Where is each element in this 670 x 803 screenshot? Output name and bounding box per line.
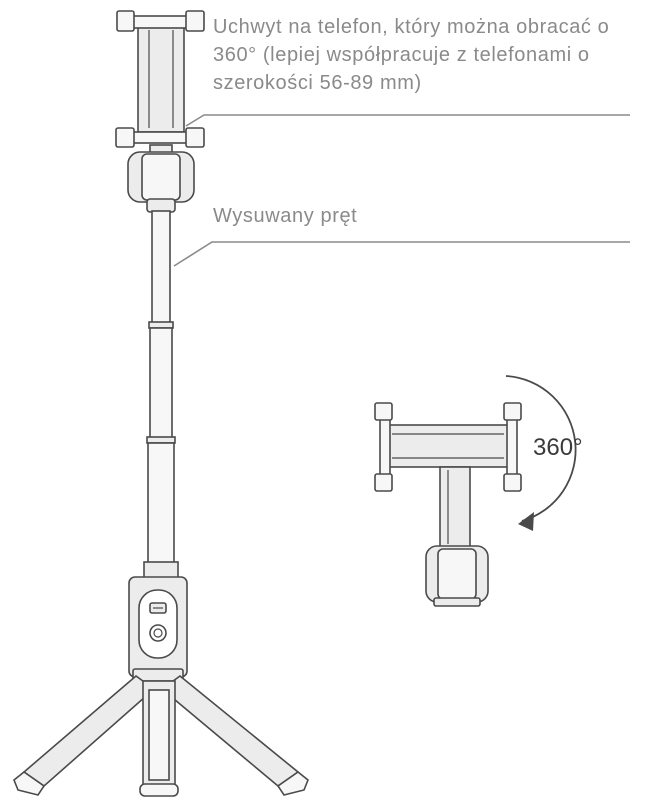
- rotated-holder-left-bar: [379, 417, 391, 477]
- rotated-holder-knob-inner: [437, 548, 477, 600]
- extendable-rod-callout: Wysuwany pręt: [173, 205, 630, 267]
- rod-segment-2: [149, 327, 173, 441]
- rod-joint-3: [143, 561, 179, 579]
- handle: [128, 576, 188, 682]
- extendable-rod: [143, 210, 179, 579]
- rotated-holder-detail: 360°: [374, 375, 583, 607]
- rotated-holder-tab-bottom-left: [374, 473, 393, 492]
- rotated-holder-tab-top-left: [374, 402, 393, 421]
- phone-holder-bottom-tab-right: [185, 127, 205, 148]
- rod-segment-3: [147, 442, 175, 566]
- tripod-legs: [13, 674, 309, 797]
- phone-holder-top-tab-right: [185, 10, 205, 32]
- rotated-holder-tab-top-right: [503, 402, 522, 421]
- rod-joint-2: [146, 436, 176, 444]
- phone-holder-plate: [137, 25, 185, 133]
- rotated-holder-stem: [439, 466, 471, 548]
- phone-holder-bottom-tab-left: [115, 127, 135, 148]
- rotated-holder-collar: [433, 597, 481, 607]
- remote-panel: [138, 589, 178, 659]
- tripod-foot-right: [276, 771, 309, 796]
- phone-holder-callout: Uchwyt na telefon, który można obracać o…: [185, 16, 630, 127]
- knob-inner: [141, 153, 181, 201]
- tripod-leg-right: [160, 674, 300, 788]
- phone-holder-top-bar: [132, 15, 188, 29]
- rotation-arrow-head: [518, 512, 534, 531]
- phone-holder-label-line-1: Uchwyt na telefon, który można obracać o: [213, 16, 609, 38]
- rotated-holder-plate: [387, 424, 509, 468]
- knob-collar: [146, 198, 176, 213]
- selfie-stick-tripod: [13, 10, 309, 797]
- phone-holder-leader-line: [185, 114, 630, 127]
- rod-joint-1: [148, 321, 174, 329]
- extendable-rod-leader-line: [173, 241, 630, 267]
- phone-holder-label-line-3: szerokości 56-89 mm): [213, 72, 422, 94]
- phone-holder-bottom-bar: [132, 131, 188, 144]
- phone-holder-top-tab-left: [116, 10, 135, 32]
- phone-holder: [115, 10, 205, 148]
- rotation-arc: [505, 375, 577, 522]
- rotation-knob: [127, 144, 195, 213]
- rod-segment-1: [151, 210, 171, 326]
- tripod-leg-middle-inner: [148, 689, 170, 781]
- rotated-holder-tab-bottom-right: [503, 473, 522, 492]
- phone-holder-label-line-2: 360° (lepiej współpracuje z telefonami o: [213, 44, 590, 66]
- tripod-foot-middle: [139, 783, 179, 797]
- rotation-degree-label: 360°: [533, 434, 583, 461]
- tripod-foot-left: [13, 771, 46, 796]
- shutter-button-icon: [149, 624, 167, 642]
- tripod-leg-left: [22, 674, 156, 788]
- extendable-rod-label: Wysuwany pręt: [213, 205, 357, 227]
- circular-arrow-icon: [505, 375, 577, 531]
- rotated-holder-right-bar: [506, 417, 518, 477]
